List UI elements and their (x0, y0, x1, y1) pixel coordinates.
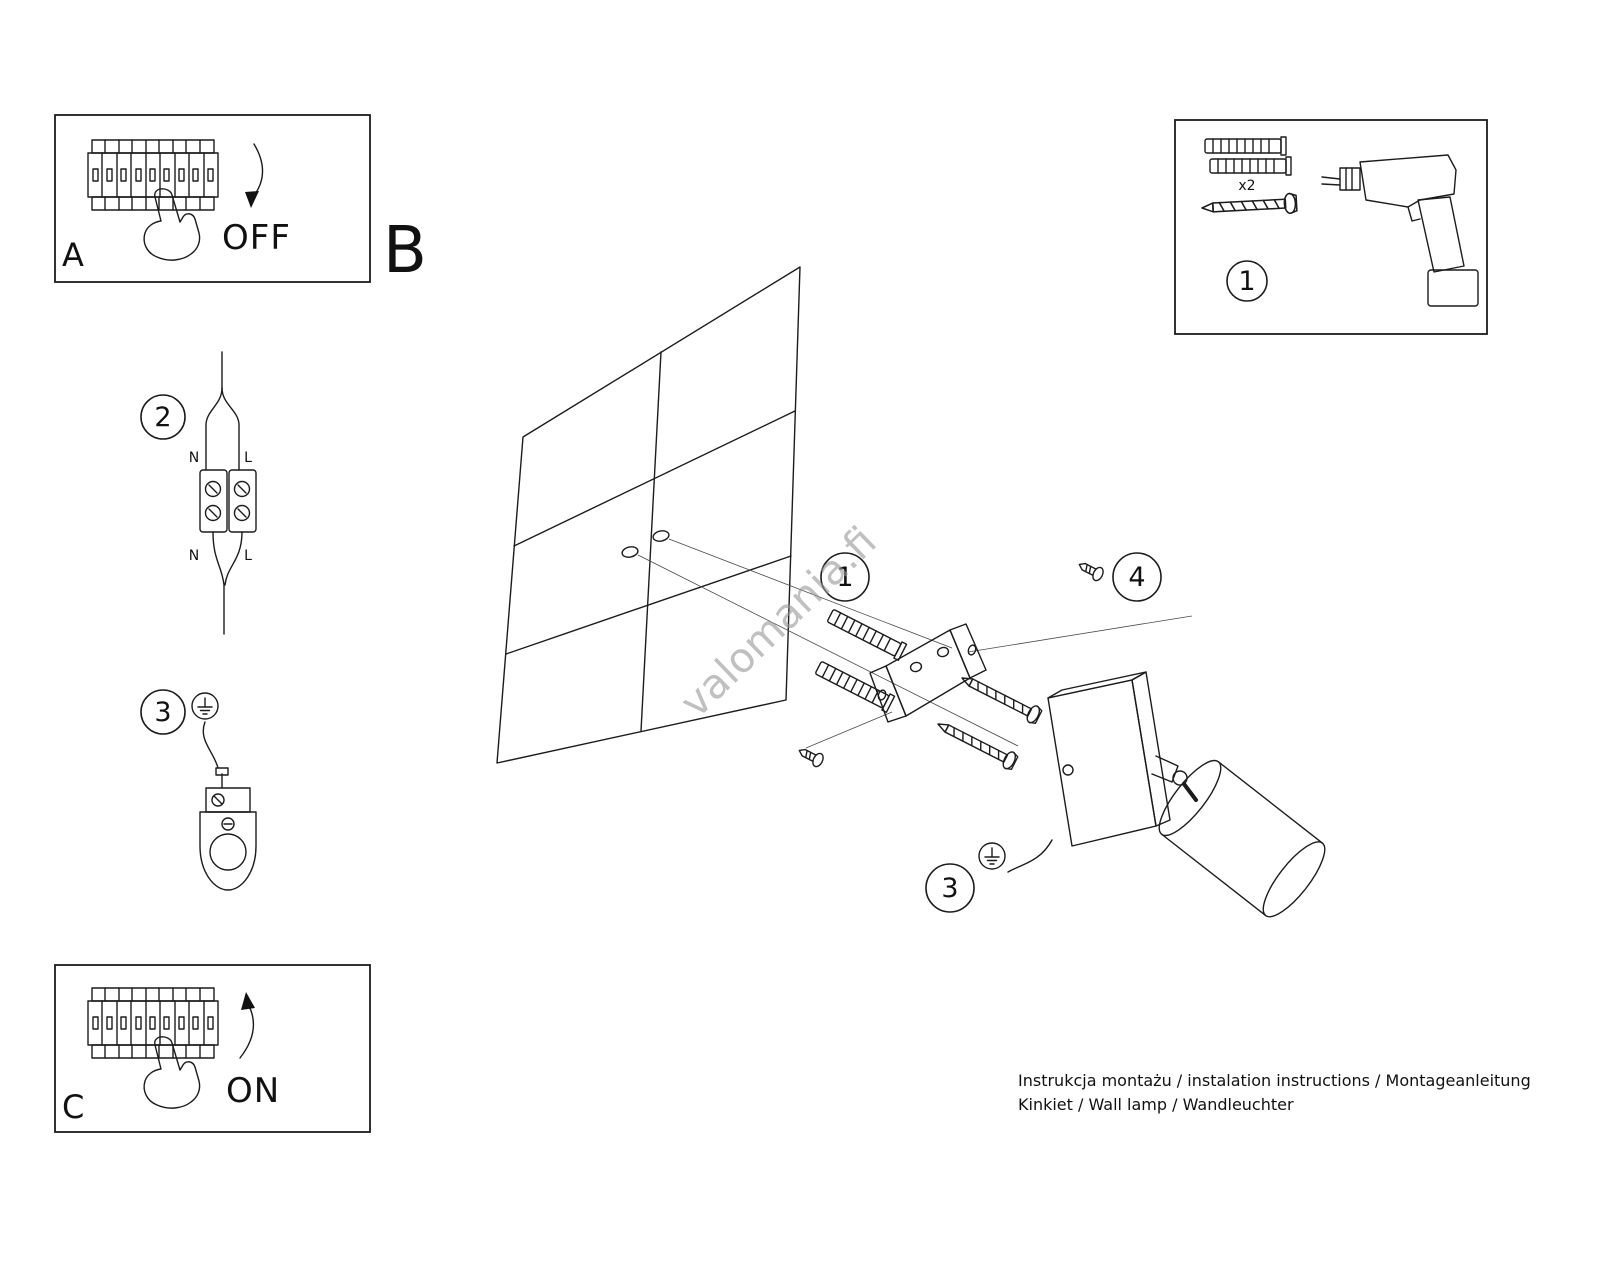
ground-wire (202, 721, 219, 769)
hardware-box: x2 1 (1174, 119, 1488, 335)
drill-hole-2 (652, 530, 670, 542)
svg-text:3: 3 (941, 873, 958, 904)
wall-lamp (1007, 671, 1326, 918)
label-n-top: N (189, 450, 199, 466)
svg-text:1: 1 (1238, 266, 1255, 297)
label-l-bottom: L (244, 548, 252, 564)
footer-line-2: Kinkiet / Wall lamp / Wandleuchter (1018, 1095, 1294, 1114)
panel-c-letter: C (62, 1088, 84, 1126)
lamp-shade (1158, 759, 1326, 918)
hardware-box-frame (1174, 119, 1488, 335)
alignment-lines (637, 538, 1193, 749)
footer-line-1: Instrukcja montażu / instalation instruc… (1018, 1071, 1531, 1090)
wiring-step: 2 N L N L (140, 351, 257, 635)
lamp-arm (1182, 782, 1198, 802)
svg-text:1: 1 (836, 562, 853, 593)
pointing-hand-c (143, 1036, 201, 1109)
footer: Instrukcja montażu / instalation instruc… (1018, 1071, 1531, 1114)
ground-step: 3 (140, 689, 257, 891)
breaker-strip-c (87, 987, 219, 1059)
switch-on-arrow-icon (239, 992, 255, 1059)
wall-plug-1-icon (1204, 136, 1287, 156)
fixing-screw-icon (795, 743, 826, 769)
lamp-ground-wire (1007, 839, 1053, 873)
step-3-badge: 3 (140, 689, 186, 735)
wall-plug-2-icon (1209, 156, 1292, 176)
step-4-badge: 4 (1112, 552, 1162, 602)
panel-c: ON C (54, 964, 371, 1133)
step-1-badge-main: 1 (820, 552, 870, 602)
exploded-view: 1 4 (496, 266, 1326, 918)
svg-text:4: 4 (1128, 562, 1145, 593)
off-label: OFF (222, 218, 291, 258)
section-b-letter: B (383, 214, 427, 288)
mounting-screw-icon (1200, 192, 1298, 219)
panel-a: OFF A (54, 114, 371, 283)
mounting-screw-1-icon (957, 669, 1044, 726)
wall-panel (496, 266, 801, 764)
step-2-badge: 2 (140, 394, 186, 440)
adjust-knob (1062, 764, 1074, 776)
label-l-top: L (244, 450, 252, 466)
ground-clamp (199, 767, 257, 891)
drill-icon (1321, 154, 1479, 307)
mounting-bracket (869, 623, 987, 723)
panel-a-letter: A (62, 236, 84, 274)
on-label: ON (226, 1071, 280, 1111)
pointing-hand-a (143, 188, 201, 261)
svg-text:3: 3 (154, 697, 171, 728)
label-n-bottom: N (189, 548, 199, 564)
ground-symbol-icon (191, 692, 219, 720)
panel-a-frame (54, 114, 371, 283)
svg-text:2: 2 (154, 402, 171, 433)
mounting-screw-2-icon (933, 715, 1020, 772)
step-1-badge-box: 1 (1226, 260, 1268, 302)
ground-symbol-main-icon (978, 842, 1006, 870)
switch-off-arrow-icon (245, 143, 264, 208)
lamp-wires (212, 531, 243, 635)
pivot-fork (1151, 755, 1179, 783)
panel-c-frame (54, 964, 371, 1133)
breaker-strip-a (87, 139, 219, 211)
step-3-badge-main: 3 (925, 863, 975, 913)
supply-wires (205, 351, 240, 471)
drill-hole-1 (621, 546, 639, 558)
set-screw-icon (1075, 557, 1106, 583)
plug-quantity: x2 (1238, 178, 1255, 194)
terminal-block (199, 469, 257, 533)
